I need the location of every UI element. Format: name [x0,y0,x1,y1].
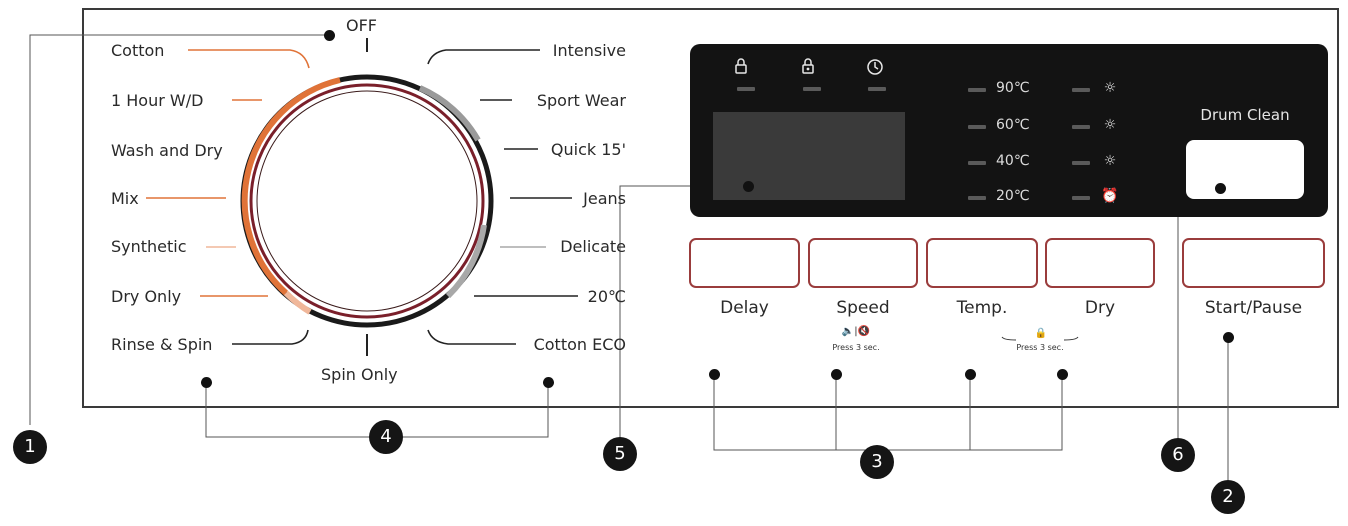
callout-1-line [29,34,328,425]
led-dry-1 [1072,161,1090,165]
temp-90: 90℃ [996,80,1030,96]
callout-dot-screen [743,181,754,192]
dry-hint: Press 3 sec. [1016,343,1064,352]
speed-label: Speed [836,298,890,318]
callout-dot-speed [831,369,842,380]
dial-grey-arc-1 [418,85,481,142]
dry-timer-icon: ⏰ [1101,188,1119,204]
callout-dot-dial-left [201,377,212,388]
temp-button[interactable] [926,238,1038,288]
door-lock-icon [798,58,818,80]
callout-5: 5 [603,437,637,471]
callout-dot-temp [965,369,976,380]
child-lock-icon [731,58,751,80]
drum-clean-button[interactable] [1186,140,1304,199]
callout-6: 6 [1161,438,1195,472]
program-mix: Mix [111,189,139,208]
sound-mute-icon: 🔈|🔇 [841,326,871,337]
dry-level-3-icon: ☼ [1103,80,1117,96]
leader-intensive [427,49,540,65]
leader-cotton-eco [427,329,516,345]
dry-level-1-icon: ☼ [1103,153,1117,169]
program-cotton: Cotton [111,41,165,60]
program-rinse-spin: Rinse & Spin [111,335,213,354]
led-temp-20 [968,196,986,200]
dry-button[interactable] [1045,238,1155,288]
dry-level-2-icon: ☼ [1103,117,1117,133]
led-door-lock [803,87,821,91]
start-pause-button[interactable] [1182,238,1325,288]
digital-screen [713,112,905,200]
callout-dot-dry [1057,369,1068,380]
dial-inner-ring [249,83,485,319]
speed-button[interactable] [808,238,918,288]
program-quick-15: Quick 15' [550,140,626,159]
leader-cotton [188,49,310,69]
program-dry-only: Dry Only [111,287,182,306]
delay-button[interactable] [689,238,800,288]
delay-label: Delay [720,298,769,318]
led-temp-60 [968,125,986,129]
led-dry-timer [1072,196,1090,200]
program-wash-and-dry: Wash and Dry [111,141,223,160]
dry-hint-bracket-left [1001,336,1017,341]
callout-3: 3 [860,445,894,479]
callout-dot-start-pause [1223,332,1234,343]
drum-clean-label: Drum Clean [1200,106,1290,124]
dial-accent-arc-light [283,290,312,315]
temp-label: Temp. [956,298,1008,318]
program-synthetic: Synthetic [111,237,187,256]
callout-1: 1 [13,430,47,464]
program-cotton-eco: Cotton ECO [533,335,626,354]
child-lock-hint-icon: 🔒 [1034,328,1048,339]
led-dry-2 [1072,125,1090,129]
timer-icon [865,58,885,80]
start-pause-label: Start/Pause [1204,298,1303,318]
callout-2: 2 [1211,480,1245,514]
callout-dot-dial-right [543,377,554,388]
leader-rinse-spin [232,329,309,345]
off-label: OFF [346,16,377,35]
program-1-hour-wd: 1 Hour W/D [111,91,204,110]
led-dry-3 [1072,88,1090,92]
callout-dot-delay [709,369,720,380]
dial-accent-arc [241,77,341,296]
program-jeans: Jeans [583,189,626,208]
program-dial-knob[interactable] [256,90,478,312]
speed-hint: Press 3 sec. [832,343,880,352]
led-child-lock [737,87,755,91]
program-intensive: Intensive [552,41,626,60]
callout-4: 4 [369,420,403,454]
temp-40: 40℃ [996,153,1030,169]
temp-20: 20℃ [996,188,1030,204]
dry-hint-bracket-right [1063,336,1079,341]
dry-label: Dry [1084,298,1116,318]
dial-grey-arc-2 [445,224,487,299]
callout-3-line [713,374,1063,451]
program-20c: 20℃ [587,287,626,306]
program-spin-only: Spin Only [321,365,398,384]
led-temp-90 [968,88,986,92]
temp-60: 60℃ [996,117,1030,133]
led-temp-40 [968,161,986,165]
callout-dot-off [324,30,335,41]
callout-dot-drum-clean [1215,183,1226,194]
led-timer [868,87,886,91]
program-delicate: Delicate [560,237,626,256]
program-sport-wear: Sport Wear [536,91,626,110]
